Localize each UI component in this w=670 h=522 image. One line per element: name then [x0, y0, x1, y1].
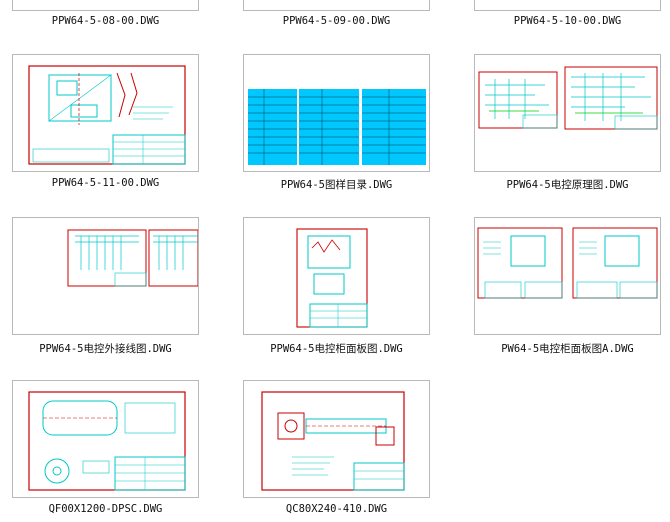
- drawing-preview: [12, 0, 199, 11]
- drawing-preview: [243, 217, 430, 335]
- file-thumbnail-tile[interactable]: QF00X1200-DPSC.DWG: [12, 380, 199, 522]
- file-thumbnail-tile[interactable]: PPW64-5-10-00.DWG: [474, 0, 661, 35]
- file-name-label: PPW64-5电控原理图.DWG: [506, 179, 629, 191]
- file-name-label: PPW64-5图样目录.DWG: [280, 179, 393, 191]
- drawing-preview: [243, 0, 430, 11]
- file-name-label: PPW64-5-08-00.DWG: [51, 15, 160, 27]
- drawing-preview: [243, 54, 430, 172]
- drawing-preview: [12, 54, 199, 172]
- file-name-label: QC80X240-410.DWG: [285, 503, 388, 515]
- file-thumbnail-tile[interactable]: PPW64-5图样目录.DWG: [243, 54, 430, 196]
- drawing-preview: [474, 217, 661, 335]
- file-thumbnail-tile[interactable]: PPW64-5-09-00.DWG: [243, 0, 430, 35]
- file-name-label: PPW64-5-11-00.DWG: [51, 177, 160, 189]
- drawing-preview: [474, 0, 661, 11]
- file-thumbnail-tile[interactable]: PPW64-5电控柜面板图.DWG: [243, 217, 430, 359]
- drawing-preview: [243, 380, 430, 498]
- file-thumbnail-tile[interactable]: PW64-5电控柜面板图A.DWG: [474, 217, 661, 359]
- file-thumbnail-tile[interactable]: PPW64-5电控外接线图.DWG: [12, 217, 199, 359]
- file-name-label: QF00X1200-DPSC.DWG: [48, 503, 163, 515]
- file-name-label: PPW64-5电控外接线图.DWG: [39, 343, 172, 355]
- file-name-label: PPW64-5电控柜面板图.DWG: [270, 343, 403, 355]
- file-name-label: PW64-5电控柜面板图A.DWG: [501, 343, 634, 355]
- drawing-preview: [12, 217, 199, 335]
- file-thumbnail-tile[interactable]: PPW64-5-11-00.DWG: [12, 54, 199, 196]
- drawing-preview: [474, 54, 661, 172]
- file-name-label: PPW64-5-10-00.DWG: [513, 15, 622, 27]
- file-thumbnail-tile[interactable]: QC80X240-410.DWG: [243, 380, 430, 522]
- file-name-label: PPW64-5-09-00.DWG: [282, 15, 391, 27]
- drawing-preview: [12, 380, 199, 498]
- file-thumbnail-tile[interactable]: PPW64-5-08-00.DWG: [12, 0, 199, 35]
- file-thumbnail-tile[interactable]: PPW64-5电控原理图.DWG: [474, 54, 661, 196]
